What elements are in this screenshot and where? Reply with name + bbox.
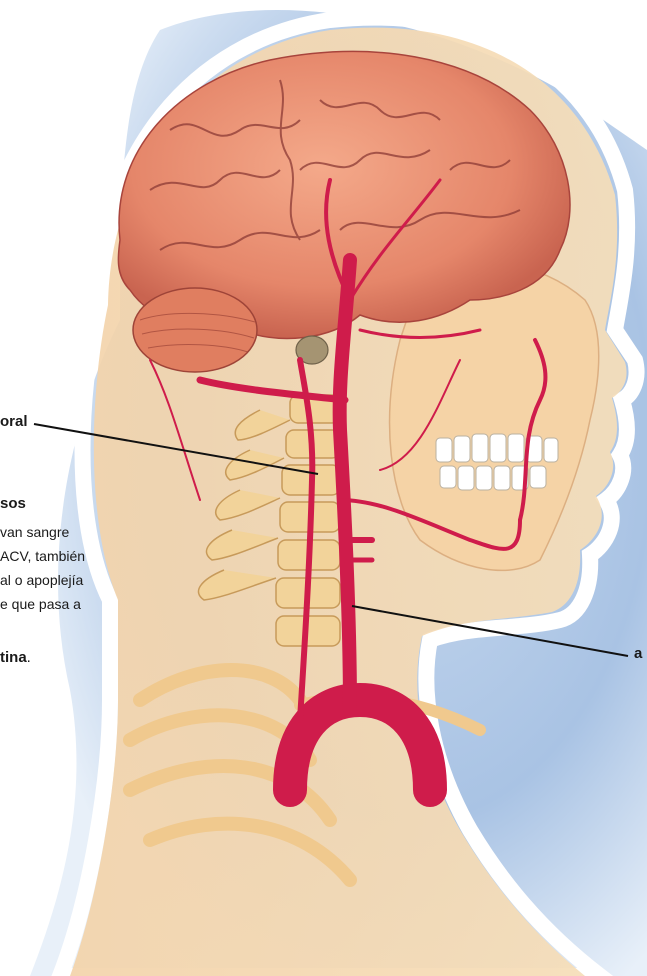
label-tina-bold: tina	[0, 649, 27, 666]
paragraph-line-4: e que pasa a	[0, 596, 81, 613]
paragraph-line-2: ACV, también	[0, 548, 85, 565]
label-heading-sos: sos	[0, 495, 26, 512]
paragraph-line-1: van sangre	[0, 524, 69, 541]
label-tina-period: .	[27, 649, 31, 666]
paragraph-line-3: al o apoplejía	[0, 572, 83, 589]
label-oral: oral	[0, 413, 28, 430]
cerebellum	[133, 288, 257, 372]
label-right-a: a	[634, 645, 642, 662]
label-tina: tina.	[0, 649, 31, 666]
